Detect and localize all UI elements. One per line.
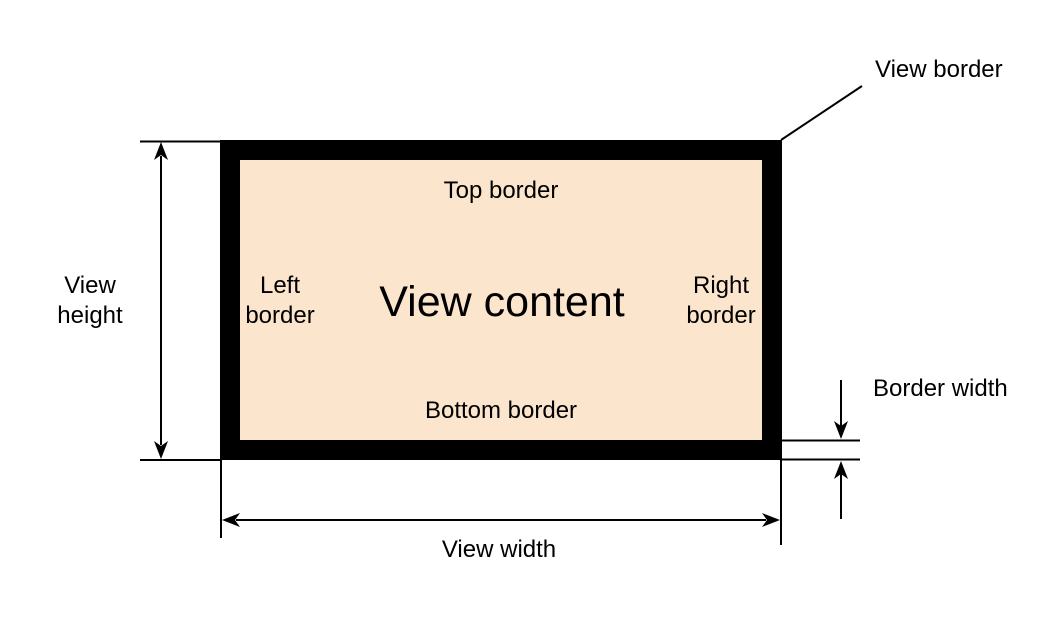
view-rectangle xyxy=(220,140,782,460)
right-border-label-line1: Right xyxy=(692,272,750,299)
view-border-leader-line xyxy=(780,85,863,141)
view-height-annotation-label: View height xyxy=(57,271,122,331)
view-width-left-arrowhead xyxy=(222,513,240,527)
view-width-right-arrowhead xyxy=(762,513,780,527)
bottom-border-label: Bottom border xyxy=(424,397,578,424)
right-border-label: Right border xyxy=(686,271,755,331)
border-width-annotation-label: Border width xyxy=(873,375,1008,402)
dimension-lines xyxy=(140,85,863,545)
top-border-label: Top border xyxy=(443,177,559,204)
view-content-label: View content xyxy=(379,278,625,326)
view-height-up-arrowhead xyxy=(154,142,168,160)
view-height-label-line2: height xyxy=(57,302,123,329)
arrowheads xyxy=(154,142,848,527)
view-height-down-arrowhead xyxy=(154,441,168,459)
border-width-up-arrowhead xyxy=(834,461,848,479)
view-height-label-line1: View xyxy=(64,272,116,299)
left-border-label-line2: border xyxy=(245,302,315,329)
view-width-annotation-label: View width xyxy=(441,536,557,563)
right-border-label-line2: border xyxy=(686,302,756,329)
border-width-down-arrowhead xyxy=(834,421,848,439)
left-border-label-line1: Left xyxy=(259,272,301,299)
view-border-annotation-label: View border xyxy=(875,56,1003,83)
left-border-label: Left border xyxy=(245,271,314,331)
